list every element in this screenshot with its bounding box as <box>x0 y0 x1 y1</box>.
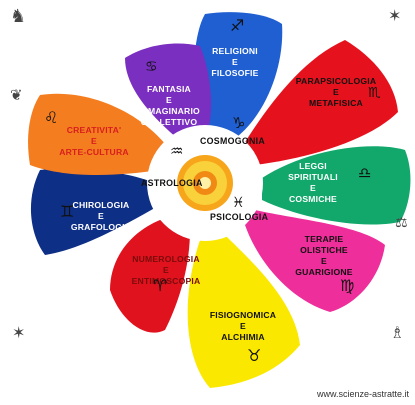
decorative-ram-icon: ✶ <box>12 323 26 342</box>
label-numerologia: NUMEROLOGIA E ENTIMOSCOPIA <box>131 254 201 286</box>
label-terapie: TERAPIE OLISTICHE E GUARIGIONE <box>295 234 353 277</box>
aquarius-icon: ♒ <box>170 142 184 160</box>
label-cosmogonia: COSMOGONIA <box>200 136 266 146</box>
taurus-icon: ♉ <box>247 346 262 365</box>
label-chirologia: CHIROLOGIA E GRAFOLOGIA <box>70 200 132 232</box>
virgo-icon: ♍ <box>340 276 355 295</box>
scorpio-icon: ♏ <box>368 85 381 101</box>
petal-fisiognomica <box>187 235 300 388</box>
petal-fantasia <box>125 43 212 145</box>
capricorn-icon: ♑ <box>232 114 246 132</box>
petal-leggi <box>262 146 411 225</box>
gemini-icon: ♊ <box>60 202 75 221</box>
label-fisiognomica: FISIOGNOMICA E ALCHIMIA <box>209 310 277 342</box>
petal-numerologia <box>110 215 190 333</box>
sagittarius-icon: ♐ <box>230 16 245 35</box>
website-url: www.scienze-astratte.it <box>316 389 409 399</box>
label-fantasia: FANTASIA E IMMAGINARIO COLLETTIVO <box>138 84 200 127</box>
petal-terapie <box>245 210 385 312</box>
label-creativita: CREATIVITA' E ARTE-CULTURA <box>59 125 129 157</box>
label-astrologia: ASTROLOGIA <box>141 178 203 188</box>
petal-parapsicologia <box>240 40 398 165</box>
label-psicologia: PSICOLOGIA <box>210 212 269 222</box>
decorative-scorpion-icon: ✶ <box>388 6 402 25</box>
decorative-lion-icon: ❦ <box>10 86 23 104</box>
pisces-icon: ♓ <box>232 195 245 211</box>
leo-icon: ♌ <box>44 108 59 127</box>
label-religioni: RELIGIONI E FILOSOFIE <box>211 46 259 78</box>
decorative-scale-icon: ⚖ <box>395 215 408 231</box>
petal-creativita <box>28 93 170 175</box>
sun-emblem <box>177 155 233 211</box>
aries-icon: ♈ <box>153 276 168 295</box>
decorative-horse-icon: ♞ <box>10 6 27 27</box>
petal-religioni <box>193 12 283 145</box>
libra-icon: ♎ <box>358 164 372 182</box>
petal-chirologia <box>30 168 161 255</box>
label-parapsicologia: PARAPSICOLOGIA E METAFISICA <box>295 76 377 108</box>
decorative-figure-icon: ♗ <box>390 323 405 342</box>
label-leggi: LEGGI SPIRITUALI E COSMICHE <box>288 161 338 204</box>
cancer-icon: ♋ <box>145 59 158 75</box>
